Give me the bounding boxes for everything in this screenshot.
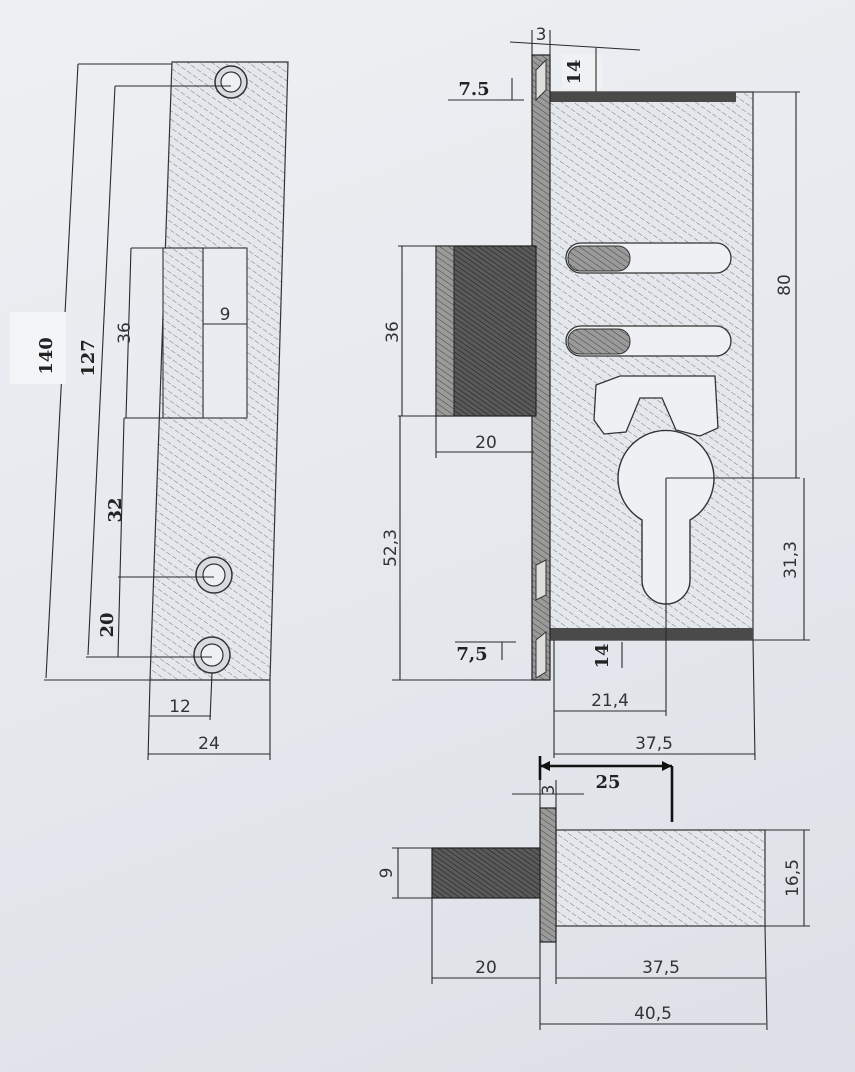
dim-top-case-depth: 37,5: [642, 958, 680, 978]
dim-bolt-to-bottom: 52,3: [381, 529, 401, 567]
dim-case-height: 80: [775, 274, 795, 296]
dim-opening-to-hole: 32: [105, 497, 126, 522]
dim-hole-to-bottom: 20: [97, 612, 118, 637]
dim-top-case-thickness: 16,5: [783, 859, 803, 897]
dim-plate-width: 24: [198, 734, 220, 754]
dim-overall-length: 140: [36, 337, 57, 375]
dim-hole-offset: 12: [169, 697, 191, 717]
top-case: [555, 829, 766, 927]
dim-opening-width: 9: [220, 305, 231, 325]
dim-faceplate-bottom: 7,5: [456, 644, 487, 665]
dim-faceplate-thickness: 3: [536, 25, 547, 45]
top-bolt: [431, 847, 541, 899]
top-view: 25 3 9 16,5 20 37,5 40,5: [377, 756, 810, 1031]
dim-case-offset-top: 14: [564, 59, 585, 84]
dim-top-bolt-throw: 20: [475, 958, 497, 978]
cam-cutout: [593, 375, 719, 437]
strike-plate-view: 140 127 36 9 32 20 12 24: [10, 61, 289, 761]
dim-bolt-height: 36: [383, 321, 403, 343]
dim-faceplate-top: 7.5: [458, 79, 489, 100]
dim-bolt-throw: 20: [475, 433, 497, 453]
dim-opening-height: 36: [115, 322, 135, 344]
strike-opening-left: [162, 247, 204, 419]
strike-opening: [202, 247, 248, 419]
dim-top-bolt-thickness: 9: [377, 868, 397, 879]
dim-hole-spacing: 127: [78, 339, 99, 377]
dim-case-depth: 37,5: [635, 734, 673, 754]
dim-top-overall-depth: 40,5: [634, 1004, 672, 1024]
lock-body-view: 3 7.5 14 80 31,3 36 20 52,3: [381, 25, 810, 761]
dim-top-faceplate: 3: [539, 785, 559, 796]
top-faceplate: [539, 807, 557, 943]
dim-top-backset: 25: [595, 772, 620, 793]
dim-case-offset-bottom: 14: [592, 643, 613, 668]
dim-cylinder-center: 31,3: [781, 541, 801, 579]
dim-backset: 21,4: [591, 691, 629, 711]
